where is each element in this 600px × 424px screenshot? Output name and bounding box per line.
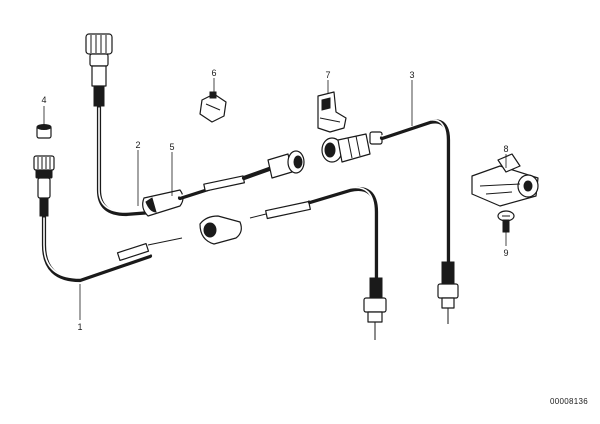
callout-5: 5 [169, 142, 174, 152]
cable-lower-middle [199, 186, 387, 340]
cable-part-3 [321, 119, 459, 324]
cable-part-1 [33, 155, 183, 283]
callout-9: 9 [503, 248, 508, 258]
diagram-reference-number: 00008136 [550, 397, 588, 406]
cable-part-2 [85, 33, 155, 217]
cable-3-sheath [379, 119, 451, 265]
callout-7: 7 [325, 70, 330, 80]
grommet-part-5 [142, 150, 305, 217]
callout-2: 2 [135, 140, 140, 150]
leader-lines [43, 78, 507, 320]
cable-1-inner-core [147, 237, 183, 246]
callout-6: 6 [211, 68, 216, 78]
clip-part-7 [317, 91, 347, 133]
callout-8: 8 [503, 144, 508, 154]
screw-part-9 [497, 210, 515, 233]
cable-2-knurled-nut [85, 33, 113, 55]
cable-lower-sheath [307, 186, 379, 281]
cable-1-knurled-nut [33, 155, 55, 171]
nut-part-4 [36, 124, 52, 139]
callout-1: 1 [77, 322, 82, 332]
bracket-part-8 [471, 153, 539, 207]
callout-4: 4 [41, 95, 46, 105]
callout-3: 3 [409, 70, 414, 80]
clip-part-6 [199, 91, 227, 123]
callout-labels: 4 1 2 5 6 7 3 8 9 [41, 68, 508, 332]
